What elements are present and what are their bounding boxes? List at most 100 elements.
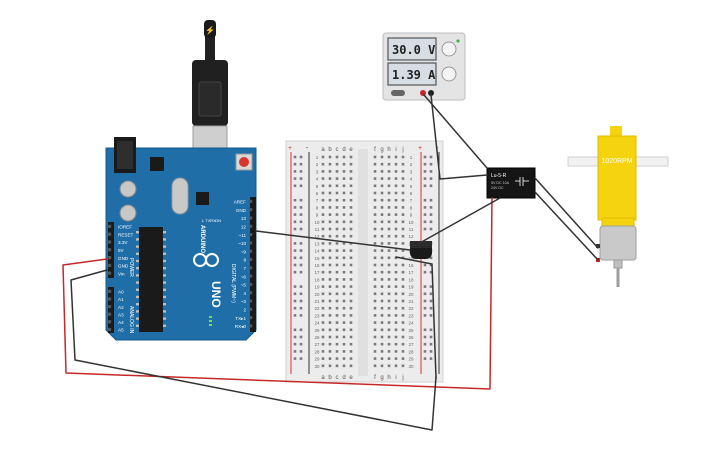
rail-hole[interactable] (423, 263, 427, 267)
rail-hole[interactable] (299, 263, 303, 267)
rail-hole[interactable] (429, 184, 433, 188)
rail-hole[interactable] (299, 299, 303, 303)
header-pin[interactable] (249, 299, 253, 303)
breadboard-hole[interactable] (349, 270, 353, 274)
wire-relay-to-motor-a[interactable] (534, 177, 599, 249)
rail-hole[interactable] (429, 292, 433, 296)
rail-hole[interactable] (299, 342, 303, 346)
wire-psu-negative-to-relay[interactable] (430, 94, 488, 180)
rail-hole[interactable] (299, 242, 303, 245)
breadboard-hole[interactable] (342, 270, 346, 274)
breadboard-hole[interactable] (335, 321, 339, 324)
rail-hole[interactable] (429, 335, 433, 339)
breadboard-hole[interactable] (394, 213, 398, 216)
power-supply[interactable]: 30.0 V 1.39 A (382, 32, 466, 101)
breadboard-hole[interactable] (335, 350, 339, 353)
breadboard-hole[interactable] (394, 292, 398, 296)
voltage-knob[interactable] (441, 41, 457, 57)
breadboard-hole[interactable] (349, 314, 353, 317)
rail-hole[interactable] (429, 177, 433, 180)
breadboard-hole[interactable] (394, 270, 398, 274)
breadboard-hole[interactable] (401, 270, 405, 274)
breadboard-hole[interactable] (387, 177, 391, 180)
breadboard-holes[interactable] (293, 155, 433, 368)
breadboard-hole[interactable] (387, 191, 391, 195)
header-pin[interactable] (249, 307, 253, 311)
breadboard-hole[interactable] (321, 184, 325, 188)
rail-hole[interactable] (299, 177, 303, 180)
breadboard-hole[interactable] (342, 206, 346, 209)
breadboard-hole[interactable] (401, 299, 405, 303)
reset-button-cap[interactable] (239, 157, 249, 167)
header-pin[interactable] (249, 282, 253, 286)
breadboard-hole[interactable] (321, 335, 325, 339)
rail-hole[interactable] (429, 220, 433, 224)
breadboard-hole[interactable] (380, 256, 384, 260)
breadboard-hole[interactable] (349, 155, 353, 159)
breadboard-hole[interactable] (349, 249, 353, 252)
breadboard-hole[interactable] (380, 270, 384, 274)
breadboard-hole[interactable] (342, 191, 346, 195)
rail-hole[interactable] (299, 170, 303, 173)
breadboard-hole[interactable] (394, 328, 398, 332)
breadboard-hole[interactable] (394, 306, 398, 310)
breadboard-hole[interactable] (321, 342, 325, 346)
relay[interactable]: Lu-5-R 5V DC 10A 24V DC (486, 167, 536, 199)
rail-hole[interactable] (299, 350, 303, 353)
breadboard-hole[interactable] (387, 170, 391, 173)
breadboard-hole[interactable] (394, 364, 398, 368)
rail-hole[interactable] (293, 328, 297, 332)
breadboard-hole[interactable] (387, 342, 391, 346)
header-pin[interactable] (249, 241, 253, 245)
arduino-uno[interactable]: ⚡ ARDUINO UNO IOREFRESET3.3V5VGNDGNDVin … (105, 20, 257, 341)
breadboard-hole[interactable] (387, 278, 391, 281)
rail-hole[interactable] (429, 270, 433, 274)
header-pin[interactable] (249, 274, 253, 278)
breadboard-hole[interactable] (401, 242, 405, 245)
header-pin[interactable] (249, 257, 253, 262)
breadboard-hole[interactable] (349, 206, 353, 209)
wires[interactable] (62, 94, 599, 431)
breadboard-hole[interactable] (328, 328, 332, 332)
breadboard-hole[interactable] (401, 292, 405, 296)
breadboard-hole[interactable] (335, 213, 339, 216)
wire-transistor-to-ground[interactable] (395, 256, 437, 379)
breadboard-hole[interactable] (321, 350, 325, 353)
breadboard-hole[interactable] (401, 220, 405, 224)
breadboard-hole[interactable] (394, 314, 398, 317)
breadboard-hole[interactable] (321, 256, 325, 260)
breadboard-hole[interactable] (373, 155, 377, 159)
rail-hole[interactable] (299, 220, 303, 224)
breadboard-hole[interactable] (401, 191, 405, 195)
rail-hole[interactable] (423, 198, 427, 202)
breadboard-hole[interactable] (401, 364, 405, 368)
rail-hole[interactable] (429, 263, 433, 267)
rail-hole[interactable] (293, 292, 297, 296)
breadboard-hole[interactable] (387, 206, 391, 209)
breadboard-hole[interactable] (328, 270, 332, 274)
breadboard-hole[interactable] (328, 292, 332, 296)
breadboard-hole[interactable] (328, 184, 332, 188)
breadboard-hole[interactable] (342, 177, 346, 180)
breadboard-hole[interactable] (380, 242, 384, 245)
breadboard-hole[interactable] (387, 328, 391, 332)
breadboard-hole[interactable] (328, 234, 332, 238)
rail-hole[interactable] (423, 306, 427, 310)
rail-hole[interactable] (423, 227, 427, 231)
breadboard-hole[interactable] (335, 242, 339, 245)
breadboard-hole[interactable] (373, 342, 377, 346)
breadboard-hole[interactable] (328, 350, 332, 353)
breadboard-hole[interactable] (394, 249, 398, 252)
rail-hole[interactable] (429, 170, 433, 173)
breadboard-hole[interactable] (373, 263, 377, 267)
rail-hole[interactable] (293, 342, 297, 346)
breadboard-hole[interactable] (349, 170, 353, 173)
breadboard-hole[interactable] (342, 292, 346, 296)
breadboard-hole[interactable] (373, 162, 377, 166)
breadboard-hole[interactable] (387, 321, 391, 324)
breadboard-hole[interactable] (321, 198, 325, 202)
breadboard-hole[interactable] (349, 227, 353, 231)
rail-hole[interactable] (299, 306, 303, 310)
breadboard-hole[interactable] (342, 299, 346, 303)
breadboard-hole[interactable] (342, 213, 346, 216)
